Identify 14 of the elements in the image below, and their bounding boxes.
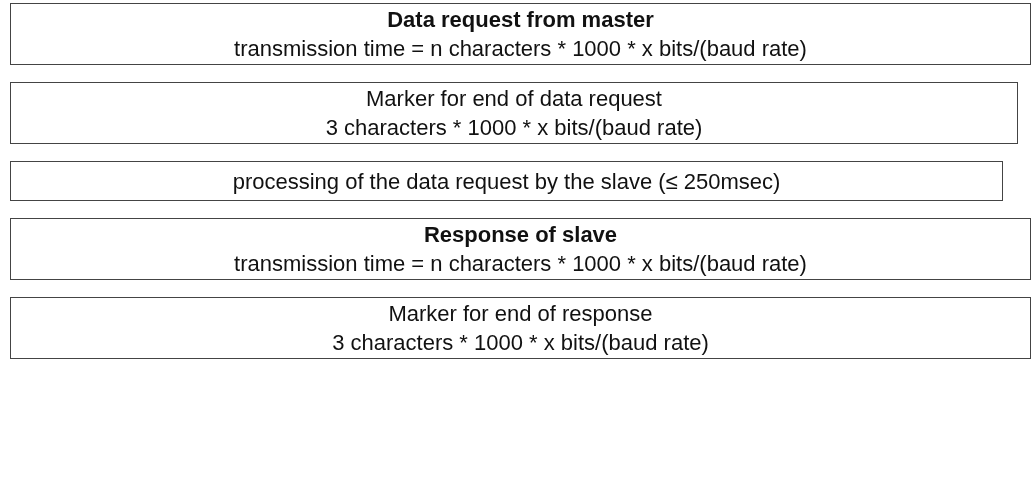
box-text: processing of the data request by the slave (≤ 250msec): [232, 167, 781, 196]
timing-formula: transmission time = n characters * 1000 * x bits/(baud rate): [234, 250, 807, 278]
timing-formula: 3 characters * 1000 * x bits/(baud rate): [325, 114, 703, 142]
box-title: Marker for end of response: [388, 300, 653, 328]
timing-formula: 3 characters * 1000 * x bits/(baud rate): [332, 329, 709, 357]
timing-box: [10, 82, 1018, 144]
box-heading: Response of slave: [423, 221, 618, 249]
box-heading: Data request from master: [387, 6, 654, 34]
timing-box: [10, 161, 1003, 201]
box-title: Marker for end of data request: [366, 85, 662, 113]
timing-box: [10, 297, 1031, 359]
timing-box: [10, 3, 1031, 65]
timing-box: [10, 218, 1031, 280]
timing-formula: transmission time = n characters * 1000 * x bits/(baud rate): [234, 35, 807, 63]
